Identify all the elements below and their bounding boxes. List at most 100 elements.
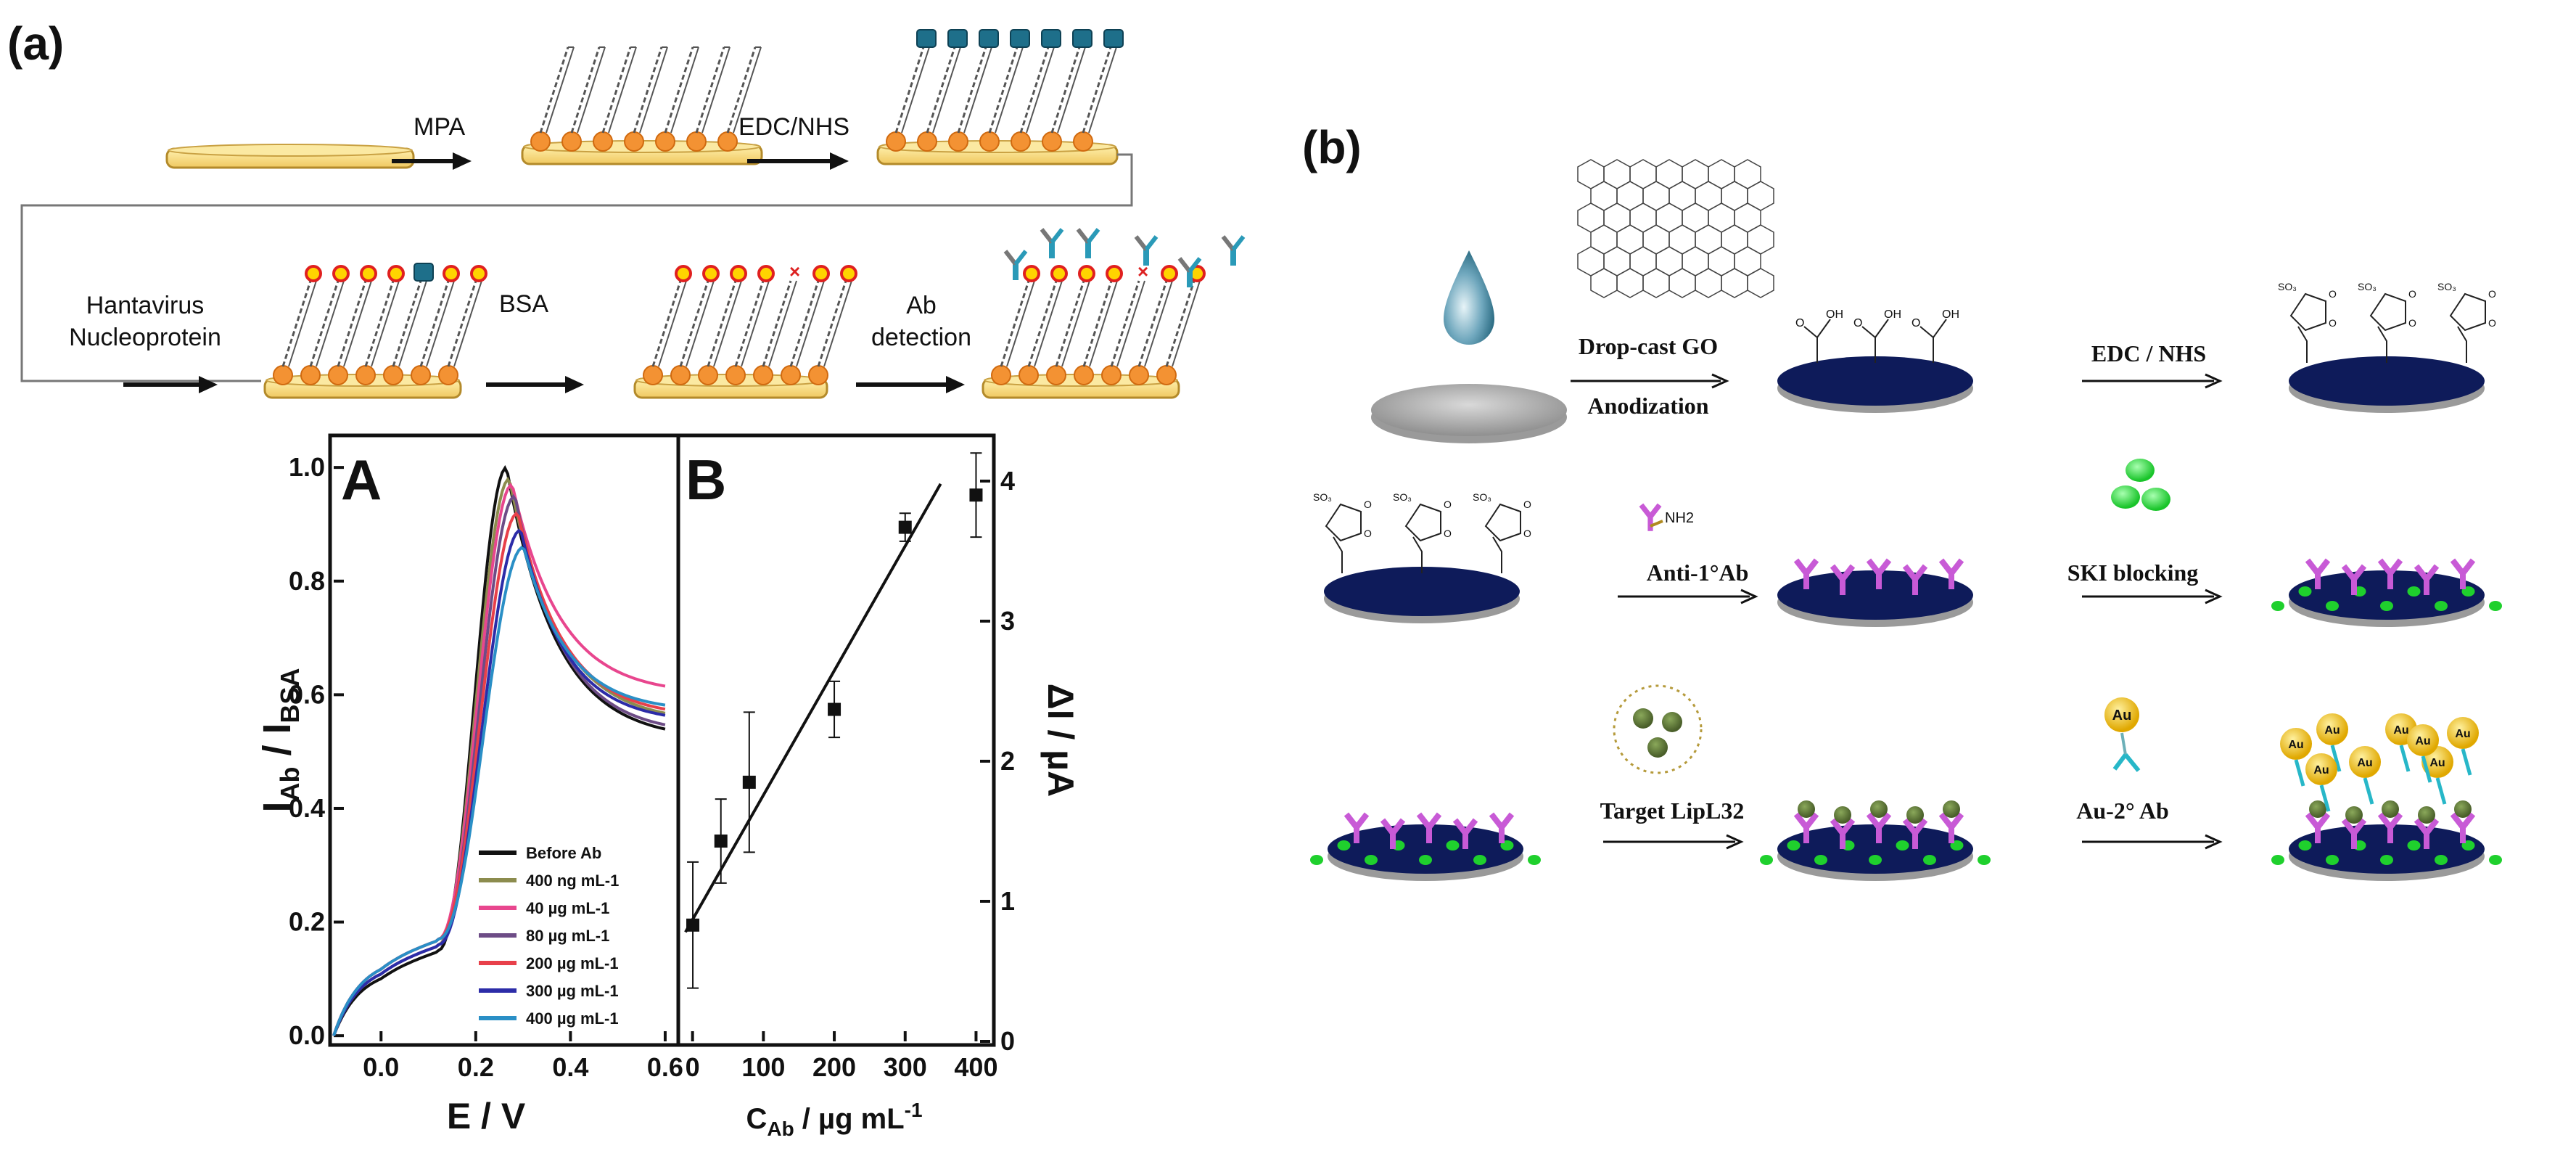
chart-a-ytick-label: 0.8 (289, 566, 325, 596)
blocked-electrode-2 (1310, 812, 1541, 881)
chart-b-ylabel: ΔI / µA (1040, 684, 1081, 797)
chart-a-ylabel-mid: / I (255, 723, 299, 766)
svg-text:O: O (1523, 499, 1531, 510)
nh2-label: NH2 (1665, 510, 1694, 526)
chart-a-xtick-label: 0.0 (363, 1052, 399, 1082)
svg-text:O: O (2329, 288, 2337, 300)
chart-b-xlabel: CAb / µg mL-1 (746, 1099, 922, 1140)
svg-text:×: × (789, 261, 800, 282)
arrow-ski (2082, 589, 2223, 604)
target-electrode (1760, 800, 1991, 881)
svg-text:Au: Au (2393, 724, 2408, 737)
chart-a-ytick-label: 0.4 (289, 793, 325, 823)
step-ab-label-1: Ab (906, 292, 937, 319)
antibody-icon (1221, 235, 1246, 266)
gray-electrode (1371, 384, 1567, 443)
svg-text:Au: Au (2112, 708, 2132, 724)
step-mpa-label: MPA (413, 113, 465, 141)
svg-text:IAb / IBSA: IAb / IBSA (255, 668, 305, 812)
chart-a-xlabel: E / V (447, 1096, 526, 1136)
chart-a-panel-letter: A (341, 448, 382, 512)
chart-a-ytick-label: 1.0 (289, 452, 325, 482)
chart-a-ylabel: IAb / IBSA (255, 668, 305, 812)
step-ab-label-2: detection (871, 324, 971, 351)
antibody-icon (1003, 250, 1028, 280)
step-drop-cast-label: Drop-cast GO (1579, 333, 1718, 359)
svg-text:Au: Au (2324, 724, 2340, 737)
step-bsa-label: BSA (499, 290, 548, 318)
antibody-icon (1639, 503, 1663, 531)
svg-text:O: O (2488, 288, 2496, 300)
chart-a-curves (332, 464, 666, 1036)
svg-text:O: O (1444, 499, 1452, 510)
step-edc-nhs-label: EDC/NHS (738, 113, 849, 141)
chart-a-xtick-label: 0.6 (647, 1052, 683, 1082)
chart-b-point (969, 488, 983, 502)
chart-a-legend-label: Before Ab (526, 844, 601, 862)
chart-a-series-line (332, 545, 666, 1036)
arrow-bsa (486, 376, 584, 393)
svg-text:O: O (2408, 317, 2416, 329)
hanta-chains (273, 263, 487, 385)
svg-text:O: O (1523, 528, 1531, 539)
chart-a-legend-label: 400 ng mL-1 (526, 872, 619, 890)
chart-a-series-line (332, 528, 666, 1036)
chart-a-legend-label: 400 µg mL-1 (526, 1009, 619, 1028)
svg-text:SO₃: SO₃ (2278, 281, 2297, 292)
chart-b-xtick-label: 300 (884, 1052, 927, 1082)
ab-chains: × (991, 261, 1206, 385)
droplet-icon (1444, 250, 1494, 345)
arrow-target (1603, 834, 1744, 850)
edc-chains (886, 29, 1124, 152)
arrow-mpa (392, 152, 472, 170)
chart-b-xtick-label: 400 (954, 1052, 997, 1082)
chart-b-xtick-label: 0 (686, 1052, 700, 1082)
step-hantavirus-label-2: Nucleoprotein (69, 324, 221, 351)
chart-a-series-line (332, 476, 666, 1036)
chart-b-xtick-label: 200 (812, 1052, 856, 1082)
panel-a-scheme: ×× (20, 29, 1246, 399)
chart-a-ytick-label: 0.0 (289, 1020, 325, 1050)
svg-text:Au: Au (2357, 757, 2372, 769)
target-lipl32-icon (1613, 684, 1703, 774)
chart-a-legend-label: 80 µg mL-1 (526, 927, 609, 945)
graphene-oxide-structure (1577, 159, 1774, 298)
chart-a-ytick-label: 0.6 (289, 679, 325, 709)
chart-b-xlabel-sup: -1 (905, 1099, 923, 1121)
antibody-icon (1177, 257, 1202, 287)
svg-text:SO₃: SO₃ (2437, 281, 2456, 292)
antibody-icon (1134, 235, 1159, 266)
chart-b-fit-line (684, 483, 942, 933)
step-hantavirus-label-1: Hantavirus (86, 292, 205, 319)
step-anti-ab-label: Anti-1°Ab (1647, 560, 1749, 586)
chart-b-xlabel-main: C (746, 1103, 767, 1135)
chart-a-ylabel-main: I (255, 802, 299, 813)
chart-b-point (898, 520, 912, 534)
chart-a-frame (328, 433, 680, 1047)
chart-b-ylabel-text: ΔI / µA (1040, 684, 1081, 797)
mpa-chains (530, 46, 762, 152)
svg-text:O: O (1853, 317, 1862, 329)
bare-electrode (165, 144, 415, 169)
svg-text:SO₃: SO₃ (1393, 491, 1412, 503)
chart-b-panel-letter: B (686, 448, 726, 512)
chart-b-xlabel-rest: / µg mL (794, 1103, 905, 1135)
chart-b-marks (684, 452, 983, 989)
svg-text:O: O (1795, 317, 1804, 329)
svg-text:O: O (1364, 528, 1372, 539)
chart-b-point (714, 834, 728, 848)
arrow-hantavirus (123, 376, 218, 393)
chart-a-ylabel-sub2: BSA (275, 668, 305, 723)
arrow-ab (856, 376, 965, 393)
svg-text:OH: OH (1884, 308, 1901, 321)
chart-b-ytick-label: 0 (1000, 1026, 1015, 1056)
chart-b-point (742, 775, 756, 789)
panel-b-scheme: OHOOHOOHOSO₃OOSO₃OOSO₃OOSO₃OOSO₃OOSO₃OOA… (1310, 159, 2502, 881)
arrow-anti-ab (1618, 589, 1758, 604)
